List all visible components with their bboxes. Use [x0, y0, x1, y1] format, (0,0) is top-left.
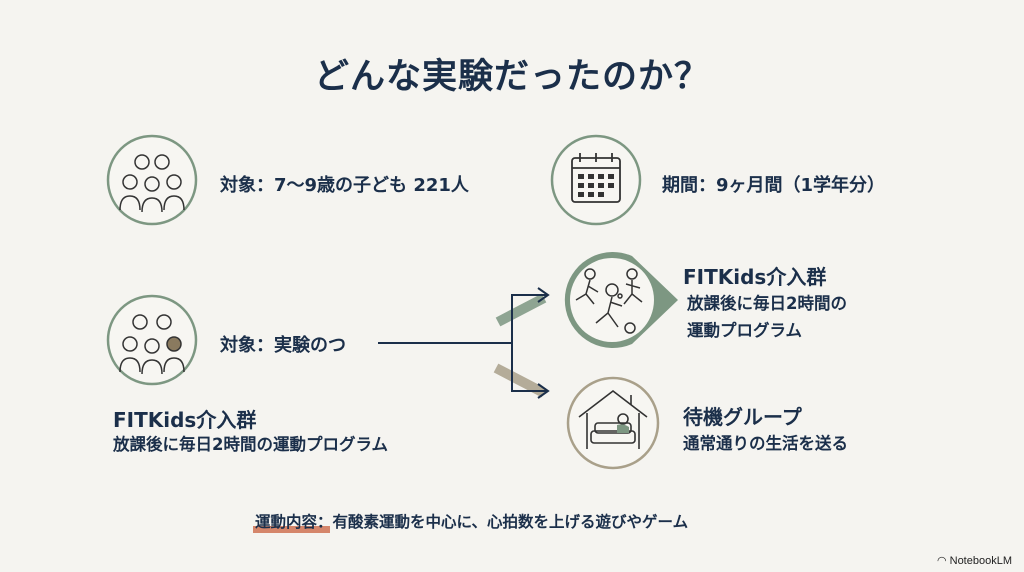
participants-label: 対象：7〜9歳の子ども 221人: [220, 175, 469, 196]
fitkids-desc-line2: 運動プログラム: [687, 321, 803, 340]
split-label: 対象：実験のつ: [220, 335, 346, 356]
left-group-desc: 放課後に毎日2時間の運動プログラム: [113, 435, 388, 454]
exercise-content-note: 運動内容：有酸素運動を中心に、心拍数を上げる遊びやゲーム: [255, 510, 688, 532]
waitlist-desc: 通常通りの生活を送る: [683, 434, 848, 453]
period-label: 期間：9ヶ月間（1学年分）: [662, 175, 886, 196]
notebooklm-brand: ◠ NotebookLM: [937, 554, 1012, 567]
brand-label: NotebookLM: [949, 555, 1012, 567]
children-group-icon: [106, 134, 198, 226]
running-kids-icon: [564, 251, 678, 348]
house-sofa-icon: [566, 376, 660, 470]
fitkids-title: FITKids介入群: [683, 265, 827, 289]
highlight-underline: [253, 526, 330, 533]
page-title: どんな実験だったのか？: [313, 57, 710, 97]
notebooklm-logo-icon: ◠: [936, 555, 950, 567]
exercise-content-text: ：有酸素運動を中心に、心拍数を上げる遊びやゲーム: [317, 513, 689, 531]
calendar-icon: [550, 134, 642, 226]
left-group-title: FITKids介入群: [113, 408, 257, 432]
fitkids-desc-line1: 放課後に毎日2時間の: [687, 294, 847, 313]
children-group-icon: [106, 294, 198, 386]
waitlist-title: 待機グループ: [683, 405, 802, 429]
exercise-content-highlight: 運動内容: [255, 513, 318, 531]
